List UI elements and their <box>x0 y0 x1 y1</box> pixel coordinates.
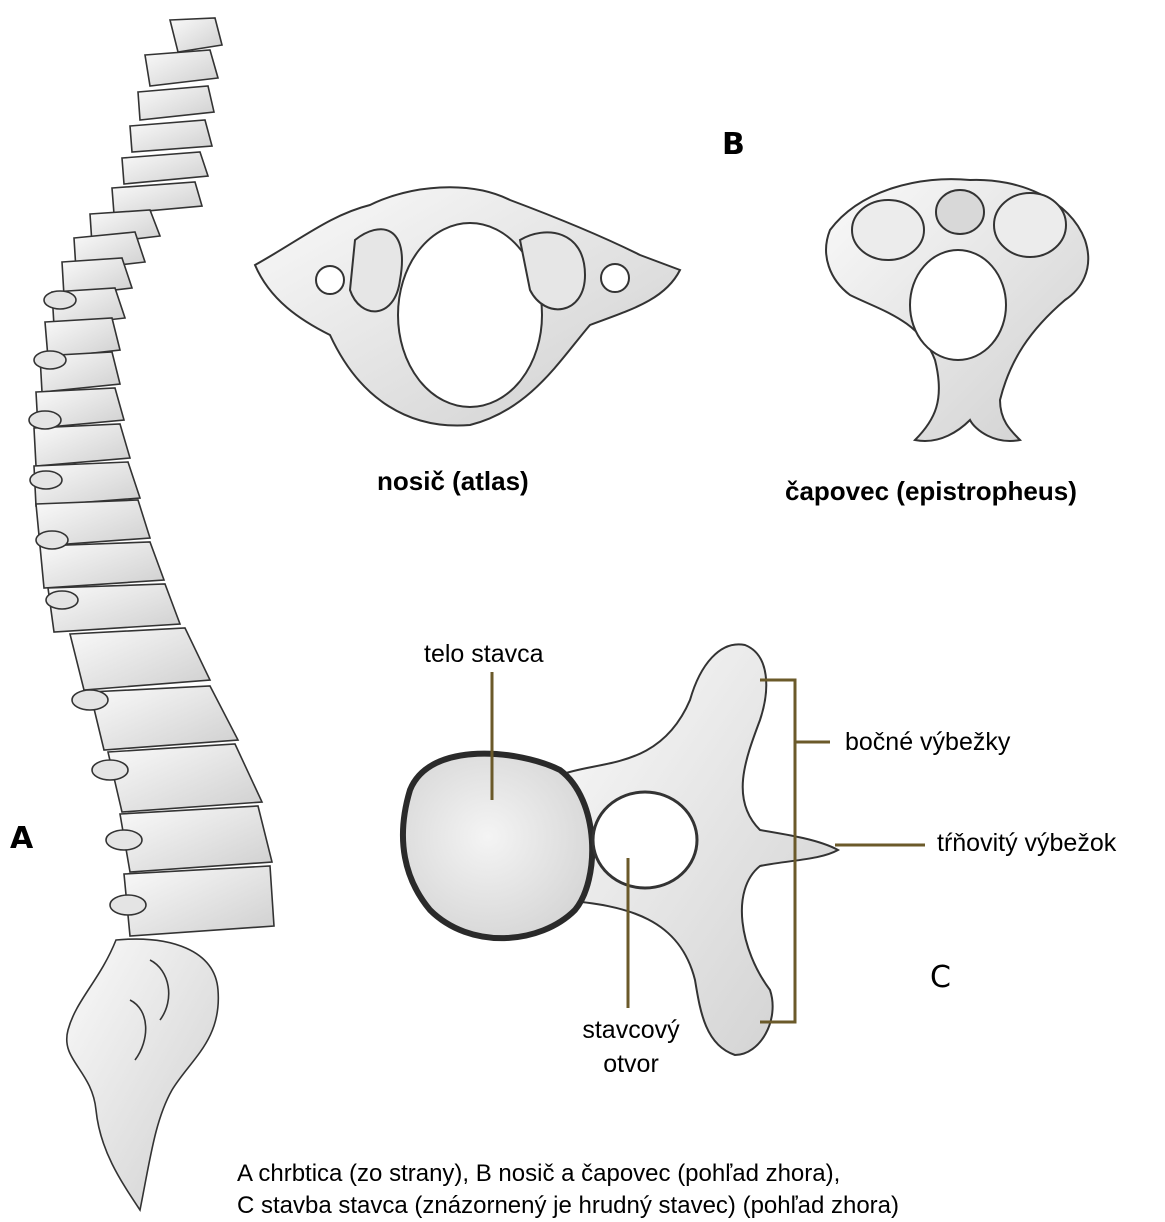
caption-line-2: C stavba stavca (znázornený je hrudný st… <box>237 1190 899 1222</box>
lumbar-vertebrae <box>70 628 274 936</box>
vertebral-body-label: telo stavca <box>424 642 544 667</box>
panel-b-letter: B <box>722 130 745 160</box>
panel-c-letter: C <box>930 963 951 993</box>
panel-a-letter: A <box>10 824 33 854</box>
atlas-drawing <box>255 187 680 425</box>
figure-caption: A chrbtica (zo strany), B nosič a čapove… <box>237 1158 899 1222</box>
cervical-vertebrae <box>112 18 222 214</box>
vertebral-foramen-label-line2: otvor <box>566 1052 696 1077</box>
axis-drawing <box>826 179 1088 441</box>
spinal-column-drawing <box>29 18 274 1210</box>
atlas-label: nosič (atlas) <box>377 468 529 494</box>
axis-label: čapovec (epistropheus) <box>785 478 1077 504</box>
spinous-process-label: tŕňovitý výbežok <box>937 831 1116 856</box>
sacrum-coccyx <box>67 939 219 1210</box>
vertebral-foramen-label-line1: stavcový <box>566 1018 696 1043</box>
transverse-processes-label: bočné výbežky <box>845 730 1010 755</box>
caption-line-1: A chrbtica (zo strany), B nosič a čapove… <box>237 1158 899 1190</box>
thoracic-vertebra-drawing <box>403 644 925 1055</box>
